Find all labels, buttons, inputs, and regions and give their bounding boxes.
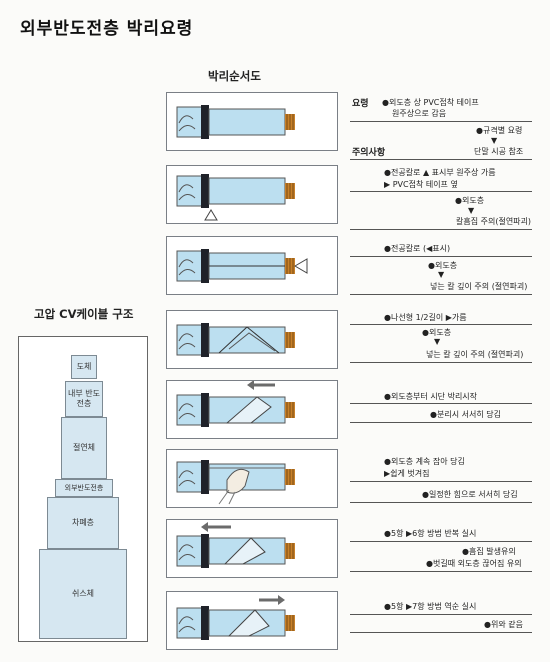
layer-sheath-label: 쉬스체 bbox=[71, 589, 95, 598]
cable-illustration-4 bbox=[176, 323, 295, 357]
divider-10 bbox=[350, 422, 532, 423]
step-panel-1 bbox=[166, 92, 338, 151]
note-19: ●외도층부터 시단 박리시작 bbox=[384, 392, 478, 401]
divider-3 bbox=[350, 191, 532, 192]
layer-inner-semicon: 내부 반도전층 bbox=[65, 381, 103, 417]
step-panel-2 bbox=[166, 165, 338, 224]
note-18: 넣는 칼 깊이 주의 (절연파괴) bbox=[426, 350, 524, 359]
layer-shield: 차폐층 bbox=[47, 497, 119, 549]
page-title: 외부반도전층 박리요령 bbox=[20, 19, 194, 39]
note-21: ●외도층 계속 잡아 당김 bbox=[384, 457, 465, 466]
step-panel-4 bbox=[166, 310, 338, 369]
layer-outer-semicon-label: 외부반도전층 bbox=[64, 484, 104, 492]
note-14: 넣는 칼 깊이 주의 (절연파괴) bbox=[430, 282, 528, 291]
step-panel-8 bbox=[166, 591, 338, 650]
layer-conductor: 도체 bbox=[71, 355, 97, 379]
layer-outer-semicon: 외부반도전층 bbox=[55, 479, 113, 497]
layer-insulation: 절연체 bbox=[61, 417, 107, 479]
note-23: ●일정한 힘으로 서서히 당김 bbox=[422, 490, 518, 499]
layer-insulation-label: 절연체 bbox=[72, 443, 96, 452]
cable-illustration-2 bbox=[176, 174, 295, 221]
divider-9 bbox=[350, 403, 532, 404]
layer-sheath: 쉬스체 bbox=[39, 549, 127, 639]
layer-shield-label: 차폐층 bbox=[71, 518, 95, 527]
note-25: ●흠집 발생유의 bbox=[462, 547, 516, 556]
note-12: ●외도층 bbox=[428, 261, 458, 270]
note-2: 원주상으로 감음 bbox=[392, 109, 447, 118]
note-20: ●분리시 서서히 당김 bbox=[430, 410, 501, 419]
note-9: ▼ bbox=[468, 206, 475, 215]
divider-4 bbox=[350, 229, 532, 230]
cable-illustration-5 bbox=[176, 381, 295, 427]
procedure-title: 박리순서도 bbox=[208, 69, 261, 83]
divider-11 bbox=[350, 481, 532, 482]
divider-6 bbox=[350, 294, 532, 295]
note-3: ●규격별 요령 bbox=[476, 126, 523, 135]
cable-illustration-7 bbox=[176, 522, 295, 568]
divider-13 bbox=[350, 541, 532, 542]
divider-2 bbox=[350, 159, 532, 160]
divider-16 bbox=[350, 632, 532, 633]
cable-structure-diagram: 쉬스체 차폐층 외부반도전층 절연체 내부 반도전층 도체 bbox=[18, 336, 148, 642]
note-5: 단말 시공 참조 bbox=[474, 147, 524, 156]
layer-conductor-label: 도체 bbox=[76, 362, 92, 371]
note-26: ●벗길때 외도층 끊어짐 유의 bbox=[426, 559, 522, 568]
note-17: ▼ bbox=[434, 337, 441, 346]
divider-1 bbox=[350, 121, 532, 122]
step-panel-7 bbox=[166, 519, 338, 578]
note-13: ▼ bbox=[438, 270, 445, 279]
note-15: ●나선형 1/2길이 ▶가름 bbox=[384, 313, 467, 322]
step-panel-6 bbox=[166, 449, 338, 508]
structure-title: 고압 CV케이블 구조 bbox=[34, 307, 134, 321]
note-1: ●외도층 상 PVC접착 테이프 bbox=[382, 98, 479, 107]
note-4: ▼ bbox=[491, 136, 498, 145]
divider-5 bbox=[350, 256, 532, 257]
note-22: ▶쉽게 벗겨짐 bbox=[384, 469, 430, 478]
note-7: ▶ PVC접착 테이프 옆 bbox=[384, 180, 458, 189]
note-24: ●5항 ▶6항 방법 반복 실시 bbox=[384, 529, 477, 538]
divider-14 bbox=[350, 571, 532, 572]
note-10: 칼흠집 주의(절연파괴) bbox=[456, 217, 532, 226]
note-8: ●외도층 bbox=[455, 196, 485, 205]
note-6: ●전공칼로 ▲ 표시부 원주상 가름 bbox=[384, 168, 496, 177]
step-panel-3 bbox=[166, 236, 338, 295]
divider-12 bbox=[350, 502, 532, 503]
note-16: ●외도층 bbox=[422, 328, 452, 337]
layer-inner-semicon-label: 내부 반도전층 bbox=[68, 389, 100, 408]
label-yoryeong: 요령 bbox=[352, 99, 369, 109]
cable-illustration-6 bbox=[176, 460, 295, 505]
note-11: ●전공칼로 (◀표시) bbox=[384, 244, 451, 253]
divider-15 bbox=[350, 614, 532, 615]
label-caution: 주의사항 bbox=[352, 148, 386, 158]
cable-illustration-8 bbox=[176, 595, 295, 640]
step-panel-5 bbox=[166, 380, 338, 439]
note-28: ●위와 같음 bbox=[484, 620, 523, 629]
cable-illustration-3 bbox=[176, 249, 308, 283]
divider-7 bbox=[350, 324, 532, 325]
divider-8 bbox=[350, 362, 532, 363]
cable-illustration-1 bbox=[176, 105, 295, 139]
note-27: ●5항 ▶7항 방법 역순 실시 bbox=[384, 602, 477, 611]
